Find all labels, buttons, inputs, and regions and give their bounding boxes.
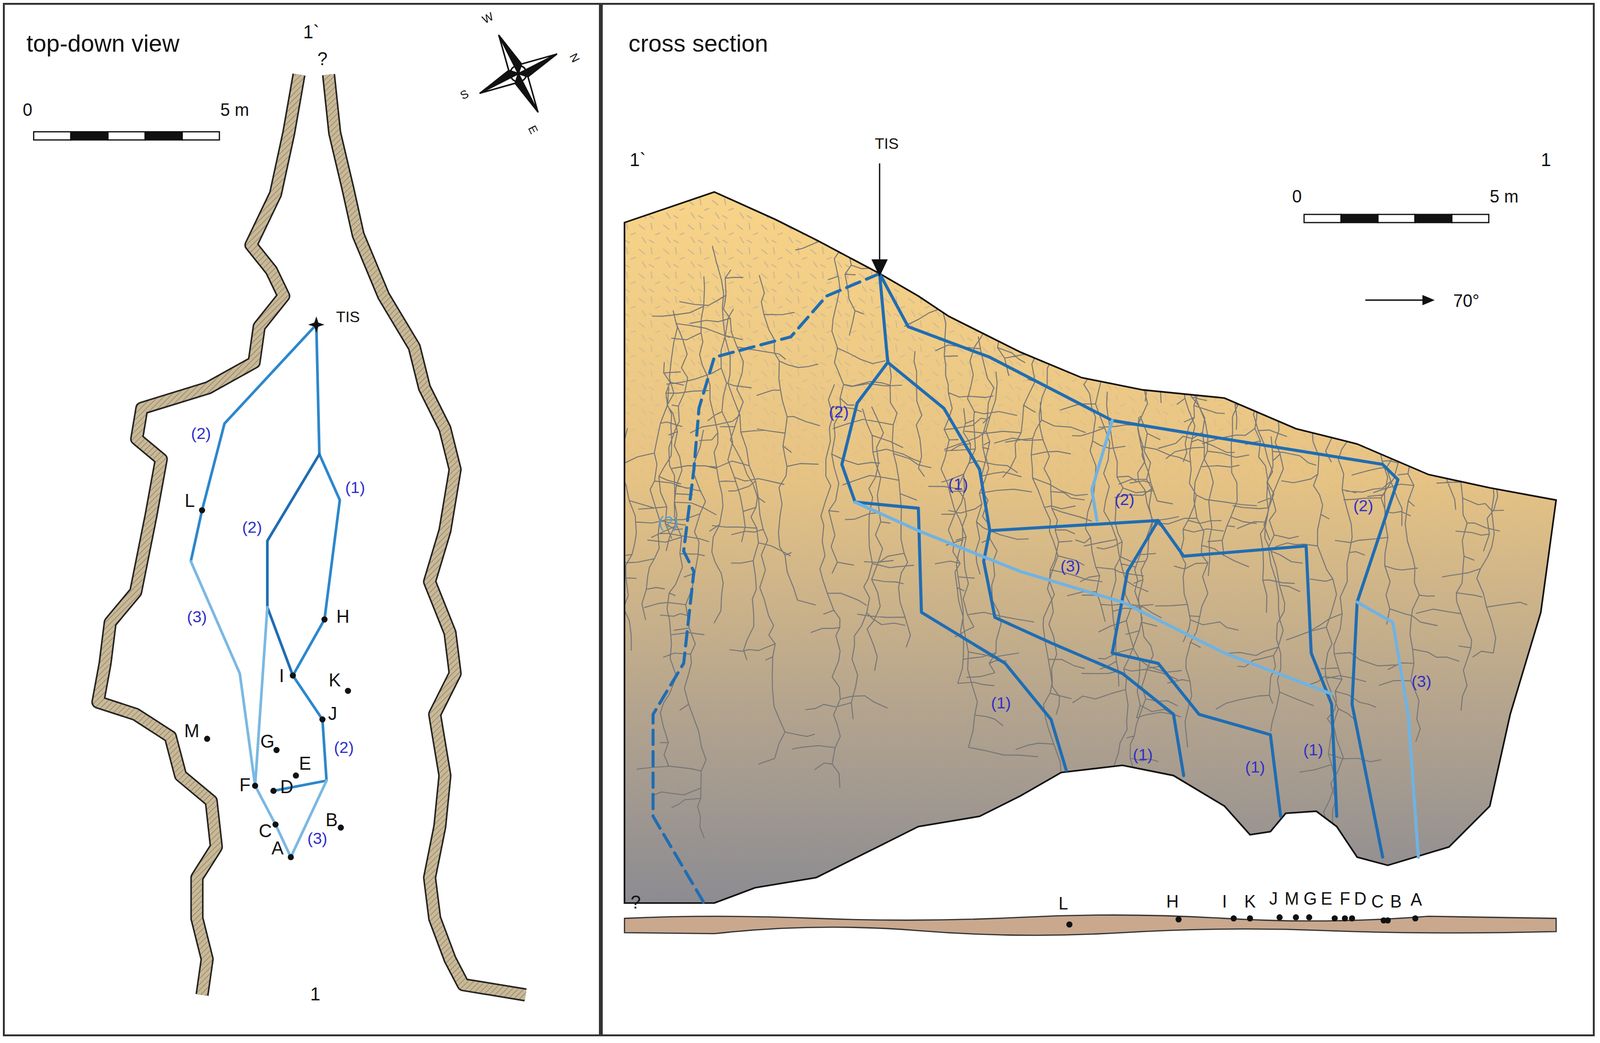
panel-heading: cross section: [628, 30, 769, 57]
point-letter: D: [1353, 889, 1367, 909]
point-letter: K: [328, 670, 341, 691]
fracture-lines: [593, 191, 1546, 916]
scale-text: 0: [22, 100, 33, 120]
path-number: (3): [307, 829, 328, 848]
path-number: (2): [1353, 496, 1374, 515]
panel-frame: cross section: [600, 2, 1595, 1037]
point-letter: B: [325, 810, 338, 831]
point-letter: M: [184, 721, 200, 742]
point-letter: I: [1222, 892, 1228, 912]
point-letter: H: [1166, 892, 1179, 912]
path-number: (2): [191, 424, 212, 443]
question-mark: ?: [317, 49, 328, 70]
compass-letter: E: [525, 123, 541, 136]
compass-letter: S: [458, 87, 471, 103]
point-letter: G: [1303, 889, 1318, 909]
path-number: (1): [991, 694, 1012, 712]
scale-text: 5 m: [220, 100, 249, 120]
point-letter: B: [1390, 892, 1402, 912]
flow-path: [653, 273, 1419, 904]
path-number: (2): [242, 518, 263, 537]
compass-letter: N: [566, 51, 582, 65]
survey-point: [199, 507, 352, 861]
path-number: (1): [1245, 758, 1266, 777]
tis-marker: [308, 316, 325, 333]
point-name: TIS: [874, 135, 899, 153]
point-letter: M: [1284, 889, 1299, 909]
rock-texture: [593, 153, 1582, 970]
section-mark: 1: [310, 984, 321, 1005]
point-letter: L: [1058, 894, 1069, 914]
scale-text: 5 m: [1489, 187, 1519, 207]
compass-letter: W: [480, 10, 496, 27]
path-number: (3): [187, 608, 208, 627]
point-letter: C: [258, 821, 272, 842]
point-letter: K: [1244, 892, 1256, 912]
panel-heading: top-down view: [26, 30, 180, 57]
point-letter: A: [1410, 890, 1422, 910]
cave-floor: [624, 915, 1556, 936]
scale-bar: [33, 131, 1489, 223]
cave-wall: [98, 74, 526, 996]
point-letter: C: [1371, 892, 1384, 912]
path-number: (2): [1114, 491, 1135, 509]
pointer-arrow: [871, 163, 1435, 305]
section-mark: 1: [1540, 150, 1551, 171]
path-number: (3): [1411, 672, 1432, 691]
point-name: TIS: [336, 308, 361, 326]
point-letter: J: [327, 704, 338, 725]
point-letter: E: [299, 754, 312, 775]
path-number: (2): [828, 403, 849, 421]
point-letter: F: [1339, 889, 1351, 909]
point-letter: E: [1320, 889, 1333, 909]
path-number: (1): [345, 478, 366, 497]
path-number: (2): [333, 739, 354, 757]
section-mark: 1`: [303, 22, 320, 43]
path-number: (?): [658, 513, 679, 532]
section-mark: 1`: [629, 150, 646, 171]
flow-path: [191, 324, 340, 858]
point-letter: I: [279, 666, 285, 687]
point-letter: D: [280, 777, 293, 799]
point-letter: L: [184, 491, 195, 512]
point-letter: G: [260, 732, 275, 753]
survey-point: [1066, 914, 1419, 928]
path-number: (1): [948, 475, 969, 494]
point-letter: F: [239, 775, 251, 796]
point-letter: A: [271, 838, 284, 859]
question-mark: ?: [630, 892, 641, 913]
rock-outline: [624, 191, 1556, 904]
point-letter: H: [336, 607, 350, 628]
panel-frame: top-down view: [2, 2, 601, 1037]
path-number: (3): [1060, 557, 1081, 575]
azimuth-text: 70°: [1453, 291, 1480, 311]
path-number: (1): [1132, 746, 1153, 765]
scale-text: 0: [1292, 187, 1302, 207]
point-letter: J: [1269, 889, 1278, 909]
path-number: (1): [1303, 741, 1324, 759]
compass-rose: [460, 15, 576, 132]
